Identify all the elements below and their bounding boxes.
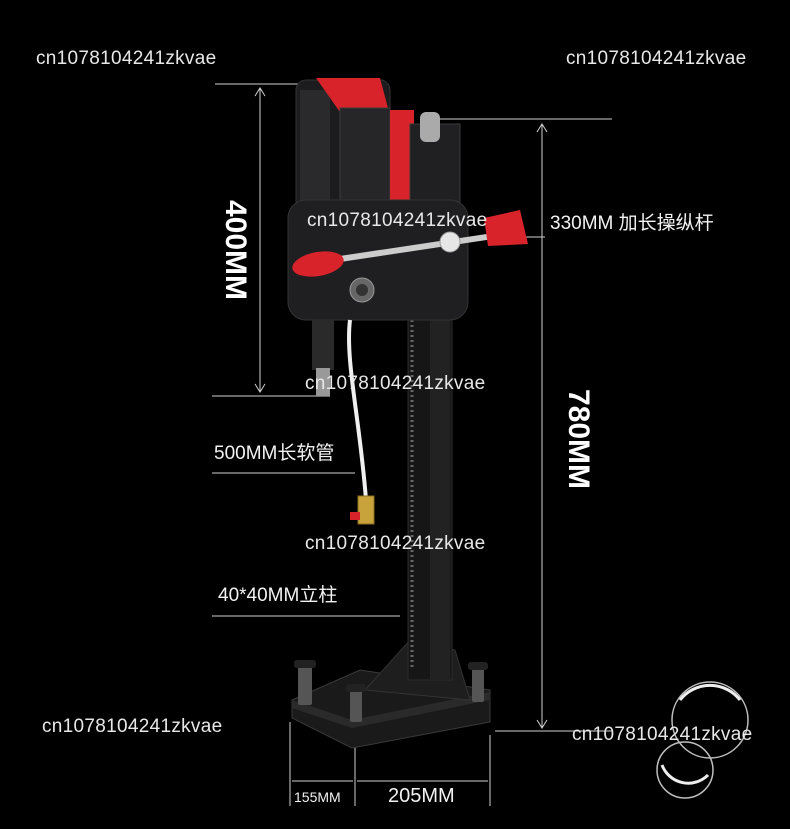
hose-length-label: 500MM长软管 bbox=[214, 443, 335, 464]
column-size-label: 40*40MM立柱 bbox=[218, 585, 338, 606]
watermark-text: cn1078104241zkvae bbox=[307, 210, 488, 231]
total-height-label: 780MM bbox=[562, 389, 595, 490]
watermark-text: cn1078104241zkvae bbox=[42, 716, 223, 737]
drill-base bbox=[291, 639, 491, 749]
base-width-label: 205MM bbox=[388, 785, 455, 807]
water-hose bbox=[346, 319, 375, 525]
watermark-text: cn1078104241zkvae bbox=[305, 373, 486, 394]
drill-column bbox=[407, 299, 453, 681]
dimension-lines bbox=[212, 83, 612, 806]
glass-spheres bbox=[656, 681, 749, 799]
handle-length-label: 330MM 加长操纵杆 bbox=[550, 213, 714, 234]
watermark-text: cn1078104241zkvae bbox=[572, 724, 753, 745]
watermark-text: cn1078104241zkvae bbox=[305, 533, 486, 554]
watermark-text: cn1078104241zkvae bbox=[566, 48, 747, 69]
feed-handle bbox=[292, 210, 528, 277]
watermark-text: cn1078104241zkvae bbox=[36, 48, 217, 69]
base-front-label: 155MM bbox=[294, 789, 341, 805]
motor-height-label: 400MM bbox=[219, 200, 252, 301]
